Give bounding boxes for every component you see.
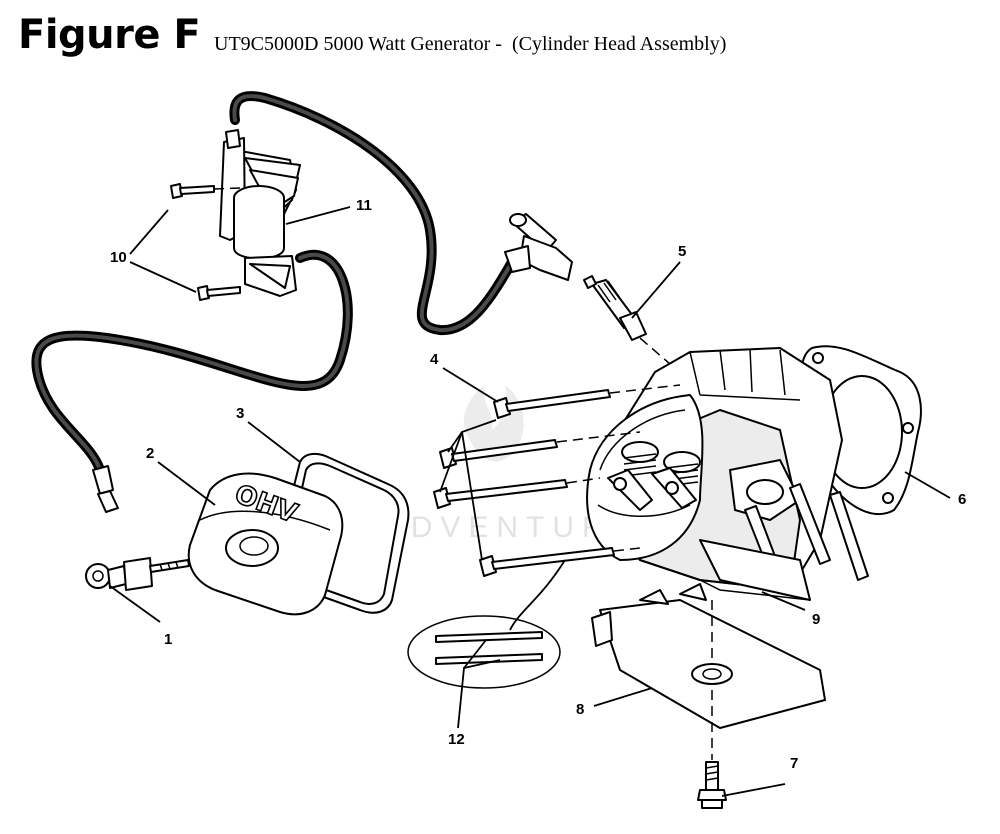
ignition-wire — [31, 91, 517, 513]
valve-springs — [621, 441, 701, 487]
callout-2: 2 — [146, 445, 154, 462]
plate-bolt — [697, 761, 727, 809]
pushrods — [407, 559, 566, 689]
leader-lines — [109, 206, 951, 797]
callout-numbers: 1 2 3 4 5 6 7 8 9 10 11 12 — [110, 197, 966, 772]
callout-3: 3 — [236, 405, 244, 422]
callout-7: 7 — [790, 755, 798, 772]
callout-6: 6 — [958, 491, 966, 508]
callout-5: 5 — [678, 243, 686, 260]
callout-10: 10 — [110, 249, 127, 266]
callout-1: 1 — [164, 631, 172, 648]
assembly-name: (Cylinder Head Assembly) — [511, 33, 727, 55]
figure-title: Figure F — [18, 12, 201, 58]
callout-8: 8 — [576, 701, 584, 718]
coil-mounting-bolts — [170, 183, 241, 301]
spark-plug-boot — [504, 213, 573, 281]
air-guide-plate — [591, 583, 826, 760]
valve-cover-bolt — [85, 557, 190, 591]
ignition-coil — [219, 129, 301, 297]
head-bolts — [433, 384, 681, 577]
valve-cover: OHV — [187, 472, 344, 616]
callout-9: 9 — [812, 611, 820, 628]
figure-subtitle: UT9C5000D 5000 Watt Generator - (Cylinde… — [214, 33, 726, 56]
callout-11: 11 — [356, 197, 372, 214]
callout-4: 4 — [430, 351, 439, 368]
model-name: UT9C5000D 5000 Watt Generator - — [214, 33, 502, 55]
cylinder-head — [586, 347, 869, 601]
callout-12: 12 — [448, 731, 465, 748]
